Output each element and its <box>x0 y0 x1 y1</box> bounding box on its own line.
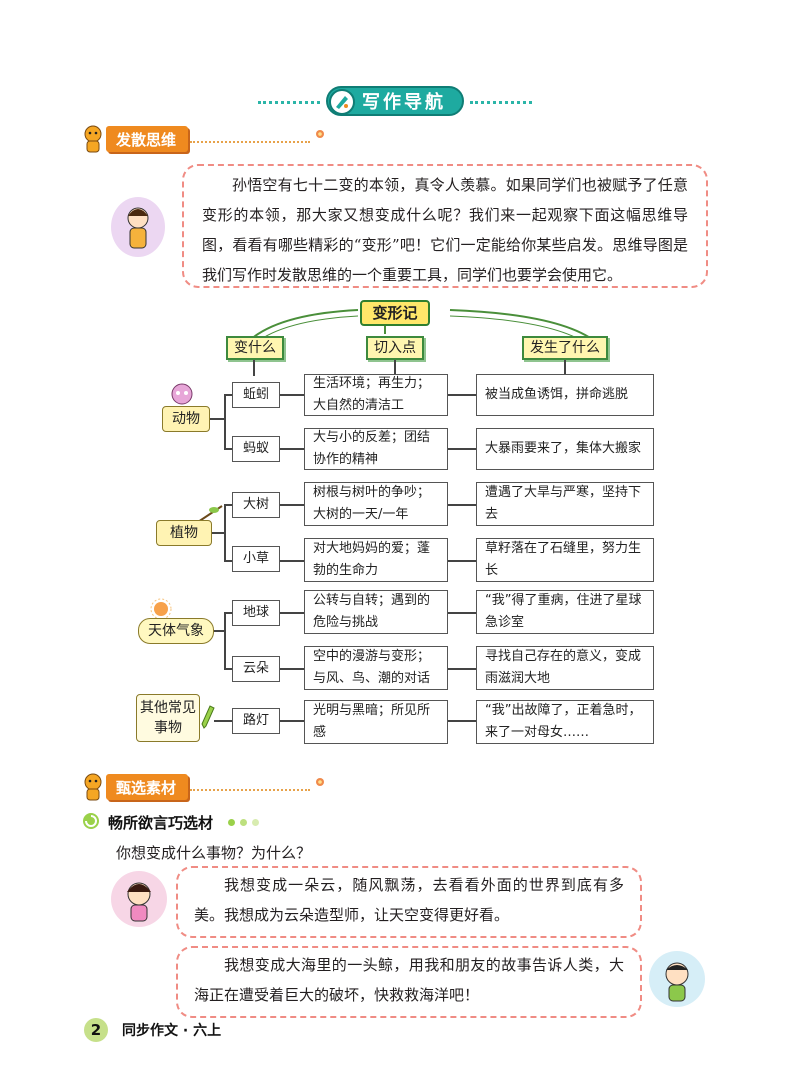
entry-streetlight: 光明与黑暗；所见所感 <box>304 700 448 744</box>
answer-bubble-2: 我想变成大海里的一头鲸，用我和朋友的故事告诉人类，大海正在遭受着巨大的破坏，快救… <box>176 946 642 1018</box>
flower-icon <box>312 774 328 790</box>
category-plant: 植物 <box>156 520 212 546</box>
answer-bubble-1: 我想变成一朵云，随风飘荡，去看看外面的世界到底有多美。我想成为云朵造型师，让天空… <box>176 866 642 938</box>
event-earth: “我”得了重病，住进了星球急诊室 <box>476 590 654 634</box>
item-grass: 小草 <box>232 546 280 572</box>
item-earthworm: 蚯蚓 <box>232 382 280 408</box>
banner-dots-right <box>470 101 532 104</box>
connector <box>253 360 255 376</box>
girl-avatar <box>110 870 168 928</box>
monster-icon <box>168 382 196 406</box>
dot-2 <box>240 819 247 826</box>
section-title-diverge: 发散思维 <box>106 126 188 152</box>
entry-earth: 公转与自转；遇到的危险与挑战 <box>304 590 448 634</box>
section-dash <box>190 789 310 791</box>
answer-text-1: 我想变成一朵云，随风飘荡，去看看外面的世界到底有多美。我想成为云朵造型师，让天空… <box>194 876 624 924</box>
mindmap-head-entry: 切入点 <box>366 336 424 360</box>
banner-dots-left <box>258 101 320 104</box>
item-earth: 地球 <box>232 600 280 626</box>
book-title: 同步作文 · 六上 <box>122 1023 222 1039</box>
category-other: 其他常见事物 <box>136 694 200 742</box>
event-tree: 遭遇了大旱与严寒，坚持下去 <box>476 482 654 526</box>
pencil-icon <box>198 704 216 730</box>
event-streetlight: “我”出故障了，正着急时，来了一对母女…… <box>476 700 654 744</box>
section-title-select: 甄选素材 <box>106 774 188 800</box>
dot-3 <box>252 819 259 826</box>
mindmap-title: 变形记 <box>360 300 430 326</box>
prompt-question: 你想变成什么事物？为什么？ <box>116 844 312 862</box>
entry-grass: 对大地妈妈的爱；蓬勃的生命力 <box>304 538 448 582</box>
pen-icon <box>329 89 355 115</box>
mindmap-head-what: 变什么 <box>226 336 284 360</box>
answer-text-2: 我想变成大海里的一头鲸，用我和朋友的故事告诉人类，大海正在遭受着巨大的破坏，快救… <box>194 956 624 1004</box>
dot-1 <box>228 819 235 826</box>
event-ant: 大暴雨要来了，集体大搬家 <box>476 428 654 470</box>
event-cloud: 寻找自己存在的意义，变成雨滋润大地 <box>476 646 654 690</box>
category-animal: 动物 <box>162 406 210 432</box>
item-cloud: 云朵 <box>232 656 280 682</box>
entry-cloud: 空中的漫游与变形；与风、鸟、潮的对话 <box>304 646 448 690</box>
page-number: 2 <box>84 1018 108 1042</box>
event-grass: 草籽落在了石缝里，努力生长 <box>476 538 654 582</box>
mindmap-head-event: 发生了什么 <box>522 336 608 360</box>
tiger-mascot-icon <box>80 772 104 802</box>
sun-icon <box>150 598 172 620</box>
entry-earthworm: 生活环境；再生力；大自然的清洁工 <box>304 374 448 416</box>
category-weather: 天体气象 <box>138 618 214 644</box>
girl-avatar <box>110 196 166 258</box>
entry-ant: 大与小的反差；团结协作的精神 <box>304 428 448 470</box>
flower-icon <box>312 126 328 142</box>
boy-avatar <box>648 950 706 1008</box>
section-dash <box>190 141 310 143</box>
intro-bubble: 孙悟空有七十二变的本领，真令人羡慕。如果同学们也被赋予了任意变形的本领，那大家又… <box>182 164 708 288</box>
item-streetlight: 路灯 <box>232 708 280 734</box>
swirl-icon <box>82 812 100 830</box>
connector <box>394 360 396 376</box>
connector <box>564 360 566 376</box>
item-ant: 蚂蚁 <box>232 436 280 462</box>
tiger-mascot-icon <box>80 124 104 154</box>
event-earthworm: 被当成鱼诱饵，拼命逃脱 <box>476 374 654 416</box>
subsection-title: 畅所欲言巧选材 <box>108 814 214 832</box>
intro-text: 孙悟空有七十二变的本领，真令人羡慕。如果同学们也被赋予了任意变形的本领，那大家又… <box>202 176 688 284</box>
item-tree: 大树 <box>232 492 280 518</box>
entry-tree: 树根与树叶的争吵；大树的一天/一年 <box>304 482 448 526</box>
